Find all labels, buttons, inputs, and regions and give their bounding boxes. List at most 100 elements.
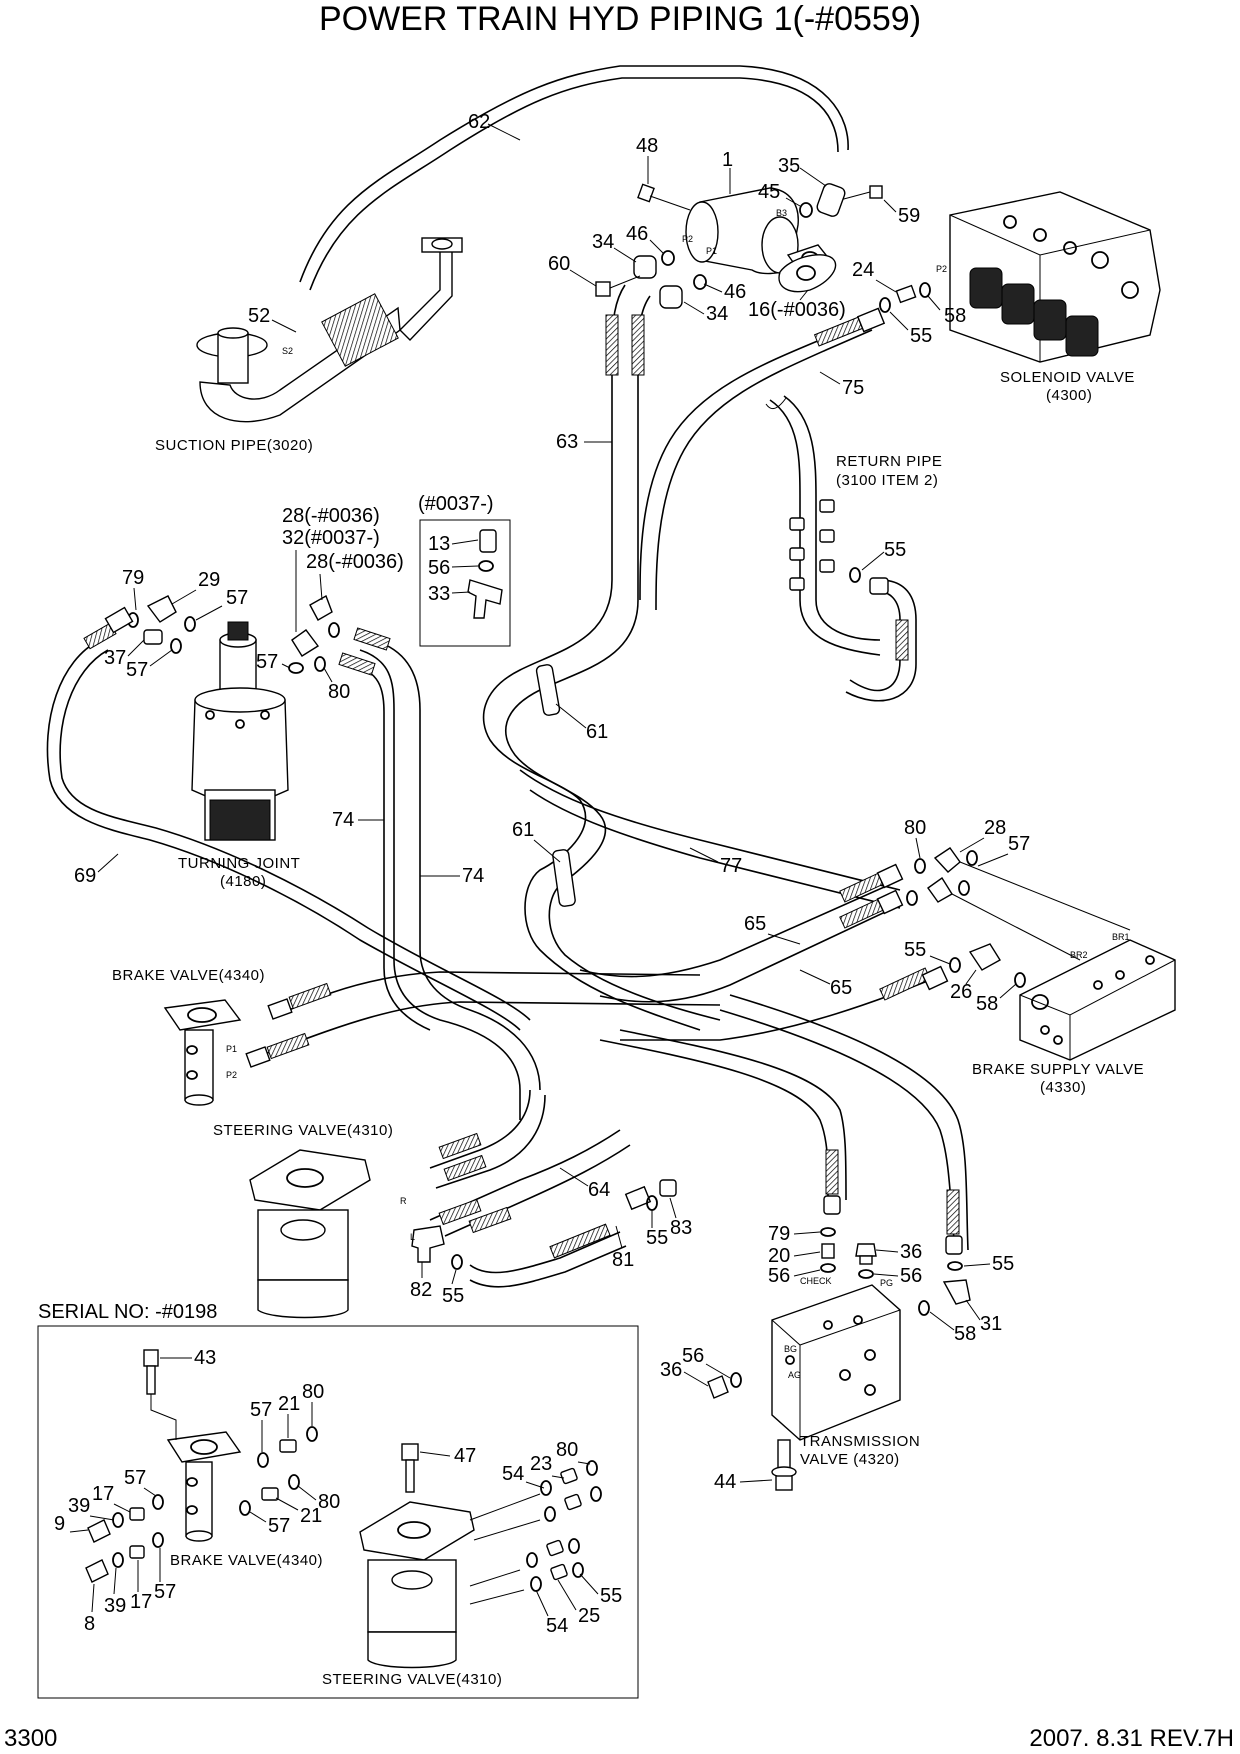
inset-fittings-steering (469, 1460, 602, 1605)
turning-joint-label: TURNING JOINT (178, 855, 300, 872)
callout: 55 (646, 1227, 668, 1249)
port-mark-br2: BR2 (1070, 950, 1088, 960)
elbow-32-tj (309, 594, 333, 621)
hose-63-bundle (482, 284, 721, 1031)
return-pipe-code: (3100 ITEM 2) (836, 472, 938, 489)
hose-62 (299, 65, 849, 291)
brake-supply-valve-label: BRAKE SUPPLY VALVE (972, 1061, 1144, 1078)
callout: 64 (588, 1179, 610, 1201)
fitting-24 (895, 284, 917, 304)
callout: 62 (468, 111, 490, 133)
inset-brake-valve-label: BRAKE VALVE(4340) (170, 1552, 323, 1569)
o-ring-45 (799, 202, 813, 218)
o-ring-80-tj-a (314, 656, 326, 672)
callout: 57 (226, 587, 248, 609)
inset-steering-valve (359, 1443, 475, 1669)
port-mark-p2-pump: P2 (682, 234, 693, 244)
o-ring-55-solenoid (879, 297, 891, 313)
fitting-37 (143, 629, 163, 645)
turning-joint (191, 621, 289, 841)
callout: 31 (980, 1313, 1002, 1335)
inset-callouts: 43 57 21 80 80 57 21 57 17 39 9 17 57 39… (54, 1347, 622, 1637)
port-mark-p1-pump: P1 (706, 246, 717, 256)
solenoid-valve-code: (4300) (1046, 387, 1092, 404)
port-mark-ag: AG (788, 1370, 801, 1380)
callout: 82 (410, 1279, 432, 1301)
hoses-steering (429, 1089, 631, 1237)
hoses-65 (579, 863, 949, 1041)
port-mark-p2-solenoid: P2 (936, 264, 947, 274)
port-mark-b3: B3 (776, 208, 787, 218)
callout: 20 (768, 1245, 790, 1267)
o-ring-46a (661, 250, 675, 266)
suction-pipe-label: SUCTION PIPE(3020) (155, 437, 313, 454)
callout: 57 (256, 651, 278, 673)
flange-34-right (659, 285, 683, 309)
serial-box-title: SERIAL NO: -#0198 (38, 1301, 217, 1323)
callout: 57 (126, 659, 148, 681)
callout: 77 (720, 855, 742, 877)
callout: 26 (950, 981, 972, 1003)
elbows-28-brake-supply (927, 847, 961, 903)
elbow-28-tj (291, 629, 320, 657)
o-ring-57-tj-c (288, 662, 304, 674)
port-mark-r: R (400, 1196, 407, 1206)
hose-75 (639, 307, 886, 611)
callout: 39 (68, 1495, 90, 1517)
port-mark-bg: BG (784, 1344, 797, 1354)
return-pipe (765, 395, 881, 656)
hose-clamp-61-top (535, 664, 561, 716)
main-callouts: 62 48 1 35 45 59 46 34 60 46 34 16(-#003… (74, 111, 1030, 1493)
callout: 61 (586, 721, 608, 743)
flange-35 (816, 183, 846, 217)
hose-clamp-61-bottom (552, 849, 576, 907)
callout: 21 (300, 1505, 322, 1527)
callout: 57 (250, 1399, 272, 1421)
hydraulic-pump (685, 187, 832, 275)
port-mark-pg: PG (880, 1278, 893, 1288)
callout: 36 (900, 1241, 922, 1263)
callout: 55 (600, 1585, 622, 1607)
callout: 63 (556, 431, 578, 453)
o-ring-57-bs-b (958, 880, 970, 896)
plug-36-side (707, 1375, 729, 1399)
variant-tee-33 (467, 579, 503, 619)
callout: 55 (910, 325, 932, 347)
callout: 28 (984, 817, 1006, 839)
solenoid-valve (949, 191, 1161, 363)
callout: 23 (530, 1453, 552, 1475)
brake-valve-label: BRAKE VALVE(4340) (112, 967, 265, 984)
hose-return-55 (845, 567, 917, 702)
port-mark-p2-brake: P2 (226, 1070, 237, 1080)
callout: 80 (318, 1491, 340, 1513)
port-mark-check: CHECK (800, 1276, 832, 1286)
o-ring-58-bs (1014, 972, 1026, 988)
port-mark-s2: S2 (282, 346, 293, 356)
callout: 52 (248, 305, 270, 327)
hose-81 (451, 1179, 677, 1288)
o-ring-58-tv (918, 1300, 930, 1316)
page-title: POWER TRAIN HYD PIPING 1(-#0559) (319, 0, 921, 38)
o-ring-56-top (858, 1269, 874, 1279)
callout: 57 (1008, 833, 1030, 855)
solenoid-valve-label: SOLENOID VALVE (1000, 369, 1135, 386)
callout: 55 (992, 1253, 1014, 1275)
brake-valve (163, 999, 242, 1106)
o-ring-79-tv (820, 1227, 836, 1237)
pressure-port-44 (771, 1439, 797, 1491)
bolt-59 (839, 185, 883, 201)
gasket-16 (778, 254, 837, 293)
callout: 8 (84, 1613, 95, 1635)
brake-supply-valve (1019, 939, 1176, 1061)
bolt-60 (595, 275, 641, 297)
inset-fittings-brake (85, 1426, 318, 1583)
callout: 44 (714, 1471, 736, 1493)
transmission-valve-label: TRANSMISSION (800, 1433, 920, 1450)
callout: 61 (512, 819, 534, 841)
inset-brake-valve (143, 1349, 242, 1542)
tee-82 (411, 1225, 445, 1263)
callout: 54 (502, 1463, 524, 1485)
o-ring-57-bs-a (966, 850, 978, 866)
revision-stamp: 2007. 8.31 REV.7H (1029, 1725, 1234, 1752)
